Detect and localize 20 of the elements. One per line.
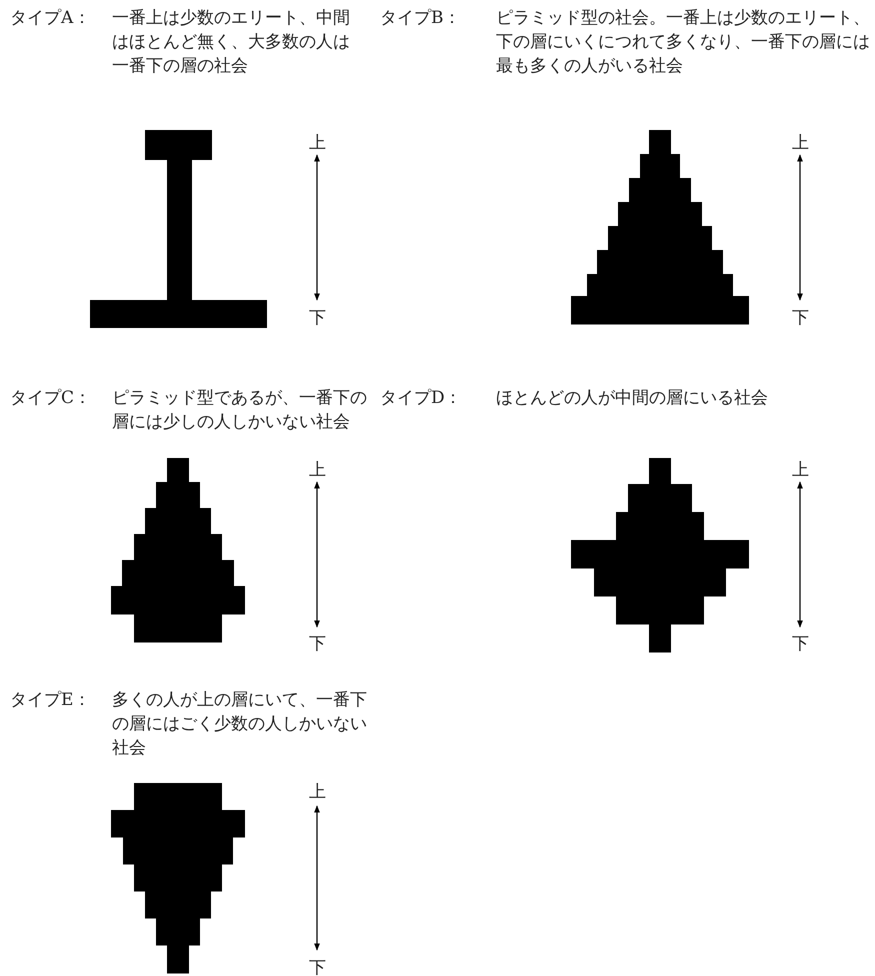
scale-label: 上	[309, 459, 326, 482]
type-heading: タイプB：	[380, 7, 460, 30]
scale-label: 下	[792, 633, 809, 656]
type-description: ピラミッド型の社会。一番上は少数のエリート、下の層にいくにつれて多くなり、一番下の層には最も多くの人がいる社会	[496, 7, 871, 78]
type-description: 一番上は少数のエリート、中間はほとんど無く、大多数の人は一番下の層の社会	[112, 7, 351, 78]
scale-label: 下	[309, 957, 326, 976]
type-heading: タイプD：	[380, 387, 462, 410]
type-description: 多くの人が上の層にいて、一番下の層にはごく少数の人しかいない社会	[112, 689, 368, 760]
type-description: ピラミッド型であるが、一番下の層には少しの人しかいない社会	[112, 387, 368, 434]
type-heading: タイプA：	[10, 7, 90, 30]
type-heading: タイプE：	[10, 689, 90, 712]
scale-label: 上	[792, 459, 809, 482]
type-description: ほとんどの人が中間の層にいる社会	[496, 387, 769, 410]
scale-label: 上	[792, 132, 809, 155]
scale-label: 上	[309, 132, 326, 155]
scale-label: 下	[792, 307, 809, 330]
scale-label: 上	[309, 781, 326, 804]
type-heading: タイプC：	[10, 387, 92, 410]
scale-label: 下	[309, 633, 326, 656]
scale-label: 下	[309, 307, 326, 330]
